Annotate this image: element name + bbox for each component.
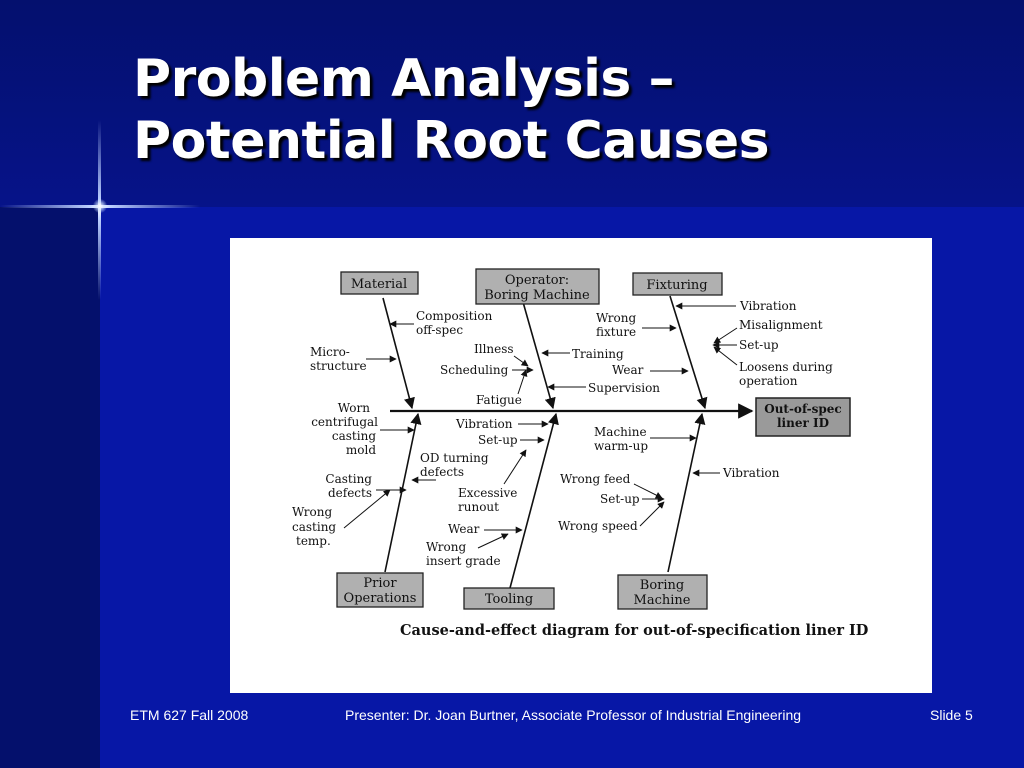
cause-micro-1: Micro- — [310, 345, 350, 359]
category-prior-line-1: Prior — [363, 576, 397, 591]
effect-line-2: liner ID — [777, 416, 829, 430]
cause-loosens-2: operation — [739, 374, 798, 388]
cause-setup-boring: Set-up — [600, 492, 640, 506]
category-fixturing-label: Fixturing — [646, 278, 707, 293]
cause-vibration-fixturing: Vibration — [739, 299, 797, 313]
category-operator: Operator: Boring Machine — [475, 268, 600, 305]
cause-setup-tooling: Set-up — [478, 433, 518, 447]
bone-material — [382, 297, 415, 410]
left-band — [0, 207, 100, 768]
sparkle-center — [93, 199, 107, 213]
cause-worn-2: centrifugal — [311, 415, 378, 429]
category-prior-operations: Prior Operations — [336, 572, 424, 608]
cause-training: Training — [572, 347, 624, 361]
bone-operator — [522, 301, 556, 410]
footer-course: ETM 627 Fall 2008 — [130, 707, 249, 723]
cause-machine-warmup-2: warm-up — [594, 439, 648, 453]
title-band — [0, 0, 1024, 207]
cause-worn-4: mold — [346, 443, 376, 457]
title-line-1: Problem Analysis – — [133, 49, 675, 109]
footer-slide-number: Slide 5 — [930, 707, 973, 723]
arrow-wrong-temp — [343, 489, 391, 529]
slide-title: Problem Analysis – Potential Root Causes — [133, 48, 993, 172]
cause-wrong-fixture-2: fixture — [596, 325, 636, 339]
cause-casting-defects-2: defects — [328, 486, 372, 500]
cause-vibration-boring: Vibration — [722, 466, 780, 480]
cause-worn-1: Worn — [338, 401, 370, 415]
cause-scheduling: Scheduling — [440, 363, 509, 377]
cause-wrong-fixture-1: Wrong — [596, 311, 636, 325]
arrow-loosens — [713, 346, 738, 366]
cause-worn-3: casting — [332, 429, 376, 443]
title-line-2: Potential Root Causes — [133, 111, 770, 171]
effect-line-1: Out-of-spec — [764, 402, 842, 416]
footer-presenter: Presenter: Dr. Joan Burtner, Associate P… — [345, 707, 802, 723]
arrow-illness — [513, 355, 529, 367]
category-fixturing: Fixturing — [632, 272, 723, 296]
cause-composition-1: Composition — [416, 309, 493, 323]
cause-illness: Illness — [474, 342, 514, 356]
cause-wrong-insert-1: Wrong — [426, 540, 466, 554]
fishbone-figure: Out-of-spec liner ID Material Operator: … — [230, 238, 932, 693]
cause-loosens-1: Loosens during — [739, 360, 833, 374]
cause-wear-tooling: Wear — [448, 522, 480, 536]
cause-composition-2: off-spec — [416, 323, 463, 337]
cause-excessive-2: runout — [458, 500, 499, 514]
category-prior-line-2: Operations — [344, 591, 417, 606]
cause-wear-operator: Wear — [612, 363, 644, 377]
cause-supervision: Supervision — [588, 381, 660, 395]
category-material-label: Material — [351, 277, 407, 292]
category-boring-machine: Boring Machine — [617, 574, 708, 610]
category-boring-line-1: Boring — [640, 578, 684, 593]
cause-wrong-temp-1: Wrong — [292, 505, 332, 519]
cause-wrong-temp-2: casting — [292, 520, 336, 534]
cause-micro-2: structure — [310, 359, 367, 373]
bone-tooling — [509, 412, 559, 589]
cause-excessive-1: Excessive — [458, 486, 517, 500]
cause-casting-defects-1: Casting — [325, 472, 372, 486]
cause-wrong-insert-2: insert grade — [426, 554, 501, 568]
cause-vibration-tooling: Vibration — [455, 417, 513, 431]
effect-box: Out-of-spec liner ID — [755, 397, 851, 437]
cause-fatigue: Fatigue — [476, 393, 522, 407]
category-operator-line-2: Boring Machine — [484, 288, 590, 303]
category-tooling-label: Tooling — [485, 592, 533, 607]
cause-od-turning-2: defects — [420, 465, 464, 479]
arrow-wrong-feed — [633, 483, 663, 499]
cause-wrong-temp-3: temp. — [296, 534, 331, 548]
cause-od-turning-1: OD turning — [420, 451, 489, 465]
cause-setup-fixturing: Set-up — [739, 338, 779, 352]
arrow-excessive — [503, 449, 527, 485]
arrow-fatigue — [517, 369, 528, 395]
category-tooling: Tooling — [463, 587, 555, 610]
category-boring-line-2: Machine — [634, 593, 691, 608]
category-material: Material — [340, 271, 419, 295]
category-operator-line-1: Operator: — [505, 273, 569, 288]
cause-wrong-speed: Wrong speed — [558, 519, 638, 533]
cause-misalignment: Misalignment — [739, 318, 823, 332]
diagram-caption: Cause-and-effect diagram for out-of-spec… — [400, 622, 868, 639]
bone-fixturing — [669, 295, 708, 410]
bone-prior — [384, 412, 422, 573]
arrow-misalignment — [713, 327, 738, 344]
arrow-wrong-insert — [477, 533, 509, 549]
fishbone-diagram: Out-of-spec liner ID Material Operator: … — [292, 268, 868, 639]
cause-wrong-feed: Wrong feed — [560, 472, 631, 486]
cause-machine-warmup-1: Machine — [594, 425, 647, 439]
arrow-wrong-speed — [639, 501, 665, 527]
